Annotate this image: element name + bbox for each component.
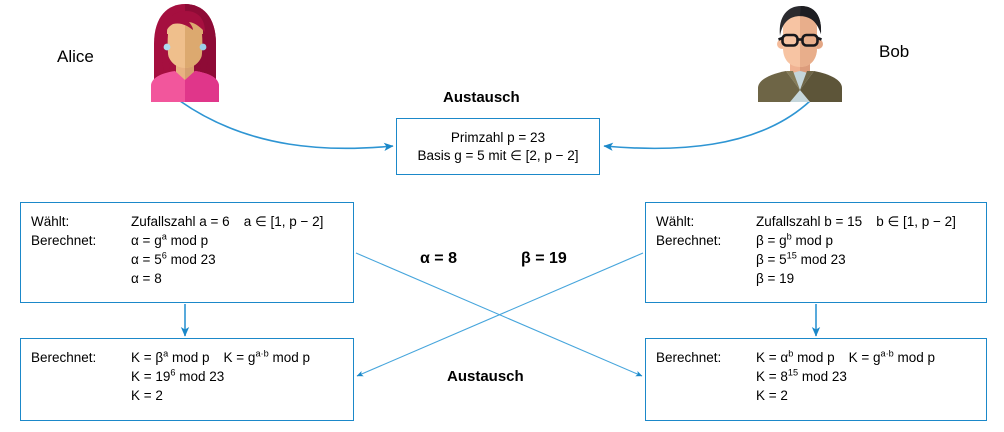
base-line: Basis g = 5 mit ∈ [2, p − 2]: [417, 148, 579, 163]
arrow-beta-bob-to-alice: [356, 252, 644, 377]
arrow-bob-to-exchange: [603, 91, 820, 151]
alpha-transfer-label: α = 8: [420, 250, 457, 267]
alice-alpha-formula-row: α = ga mod p: [131, 231, 209, 248]
bob-beta-numeric-row: β = 515 mod 23: [756, 250, 846, 267]
alice-key-compute-label: Berechnet:: [31, 350, 97, 365]
bob-key-result-row: K = 2: [756, 388, 788, 403]
bob-key-compute-label: Berechnet:: [656, 350, 722, 365]
alice-key-result-row: K = 2: [131, 388, 163, 403]
prime-line: Primzahl p = 23: [450, 129, 546, 145]
alice-label: Alice: [57, 47, 94, 66]
alice-choose-label: Wählt:: [31, 214, 70, 229]
bob-choose-label: Wählt:: [656, 214, 695, 229]
arrow-alpha-alice-to-bob: [355, 252, 643, 377]
bob-beta-formula-row: β = gb mod p: [756, 231, 834, 248]
bob-beta-result-row: β = 19: [756, 271, 795, 286]
bob-compute-label: Berechnet:: [656, 233, 722, 248]
woman-avatar-icon: [151, 4, 219, 102]
exchange-parameters-box: Primzahl p = 23 Basis g = 5 mit ∈ [2, p …: [396, 118, 600, 175]
beta-transfer-label: β = 19: [521, 250, 567, 267]
exchange-heading-top: Austausch: [443, 89, 520, 106]
bob-key-numeric-row: K = 815 mod 23: [756, 367, 847, 384]
alice-alpha-numeric-row: α = 56 mod 23: [131, 250, 216, 267]
exchange-heading-bottom: Austausch: [447, 368, 524, 385]
alice-alpha-result-row: α = 8: [131, 271, 162, 286]
arrow-alice-to-exchange: [170, 92, 394, 151]
alice-compute-label: Berechnet:: [31, 233, 97, 248]
alice-key-numeric-row: K = 196 mod 23: [131, 367, 225, 384]
man-with-glasses-avatar-icon: [758, 6, 842, 102]
bob-label: Bob: [879, 42, 910, 61]
